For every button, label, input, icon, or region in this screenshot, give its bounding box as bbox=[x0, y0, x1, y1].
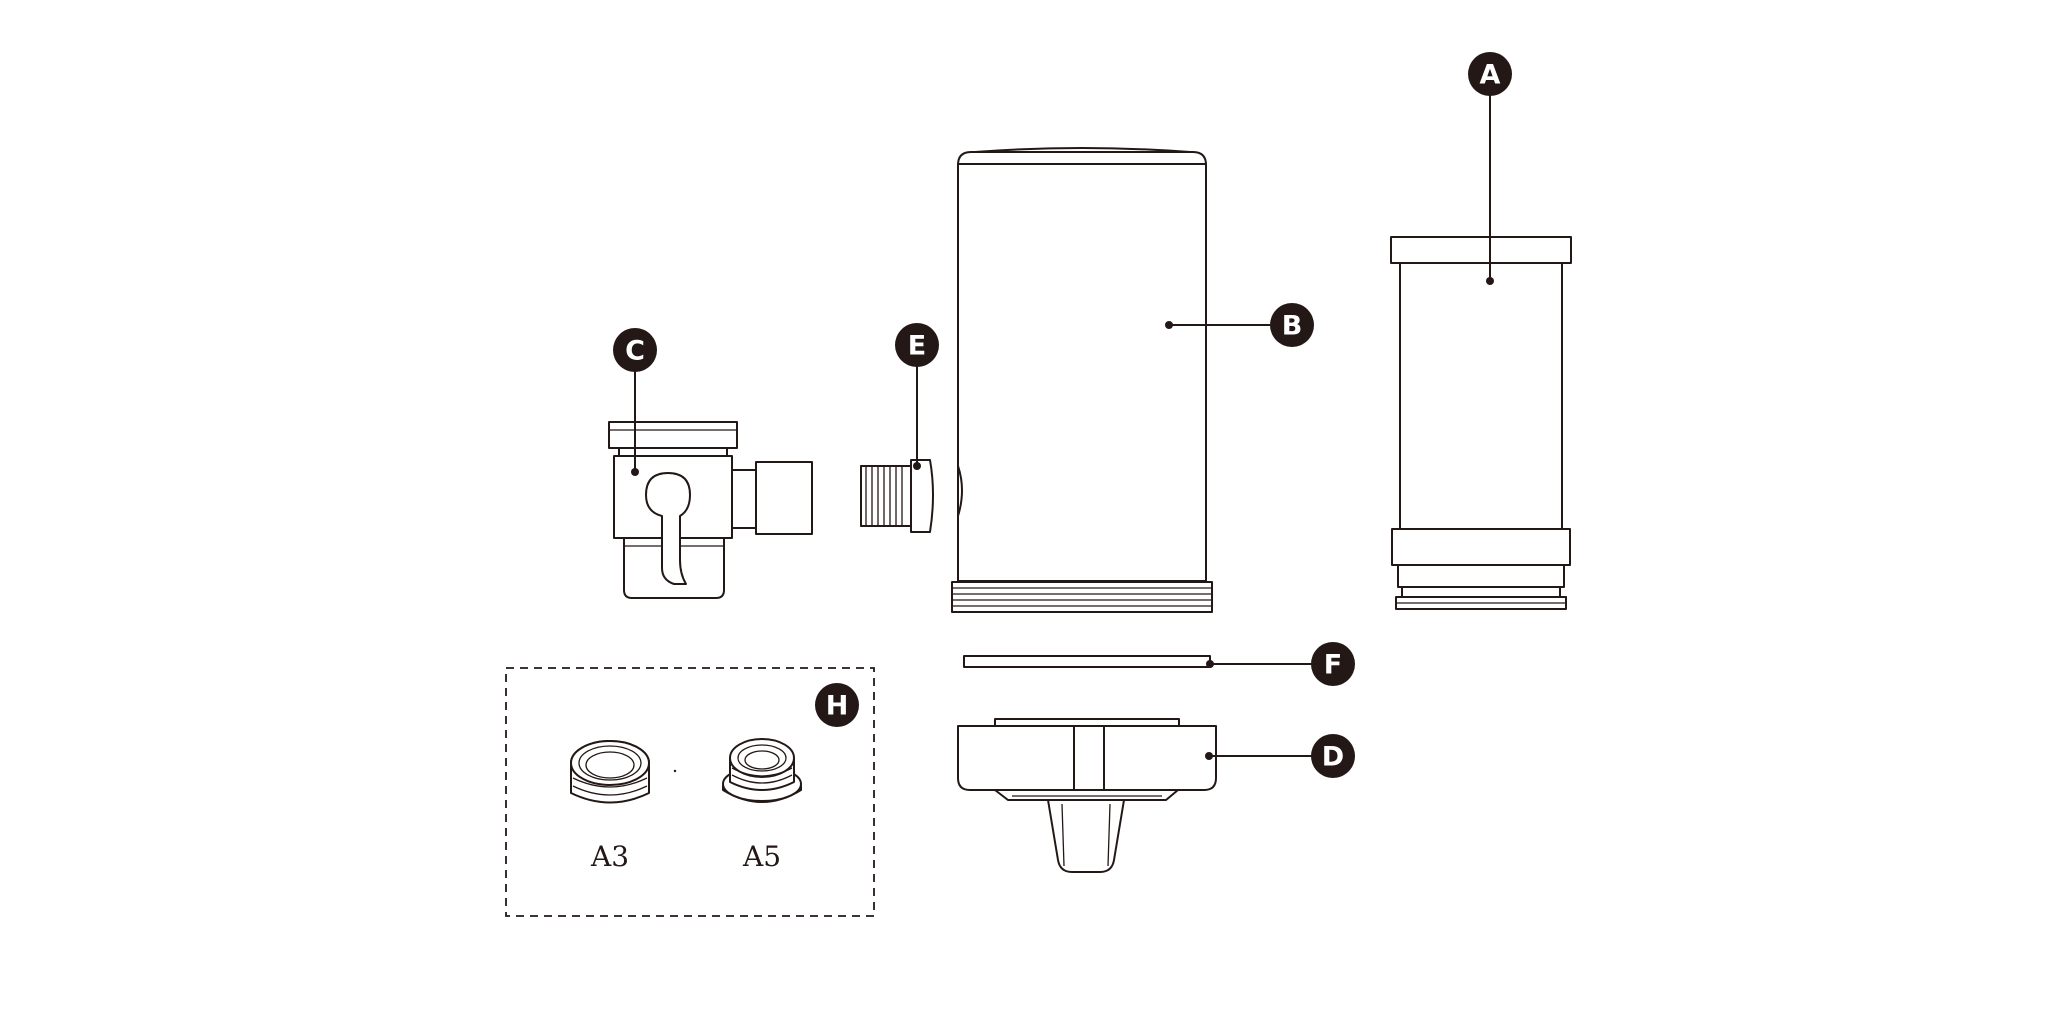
callout-f-badge: F bbox=[1311, 642, 1355, 686]
separator-dot bbox=[673, 769, 677, 773]
part-f-sealing-ring bbox=[963, 655, 1211, 668]
callout-e-label: E bbox=[908, 331, 926, 362]
adapter-a5-label: A5 bbox=[742, 840, 781, 873]
adapter-a3-label: A3 bbox=[590, 840, 629, 873]
adapter-a5-icon bbox=[722, 738, 802, 803]
callout-a-label: A bbox=[1480, 60, 1501, 91]
callout-a-badge: A bbox=[1468, 52, 1512, 96]
callout-c-badge: C bbox=[613, 328, 657, 372]
leader-lines bbox=[631, 94, 1494, 760]
callout-h-badge: H bbox=[815, 683, 859, 727]
callout-f-label: F bbox=[1324, 650, 1342, 681]
callout-e-badge: E bbox=[895, 323, 939, 367]
callout-d-label: D bbox=[1322, 742, 1344, 773]
part-d-base-cap bbox=[957, 718, 1217, 873]
callout-c-label: C bbox=[625, 336, 645, 367]
part-a-filter-cartridge bbox=[1390, 236, 1572, 610]
adapter-a3-icon bbox=[570, 740, 650, 804]
callout-b-label: B bbox=[1282, 311, 1303, 342]
part-h-adapters-group: A3 A5 bbox=[505, 667, 875, 917]
part-c-diverter-valve bbox=[608, 421, 813, 599]
housing-thread bbox=[951, 581, 1213, 613]
callout-b-badge: B bbox=[1270, 303, 1314, 347]
callout-h-label: H bbox=[826, 691, 849, 722]
part-b-filter-housing bbox=[951, 147, 1213, 613]
callout-d-badge: D bbox=[1311, 734, 1355, 778]
part-e-threaded-connector bbox=[860, 459, 934, 533]
